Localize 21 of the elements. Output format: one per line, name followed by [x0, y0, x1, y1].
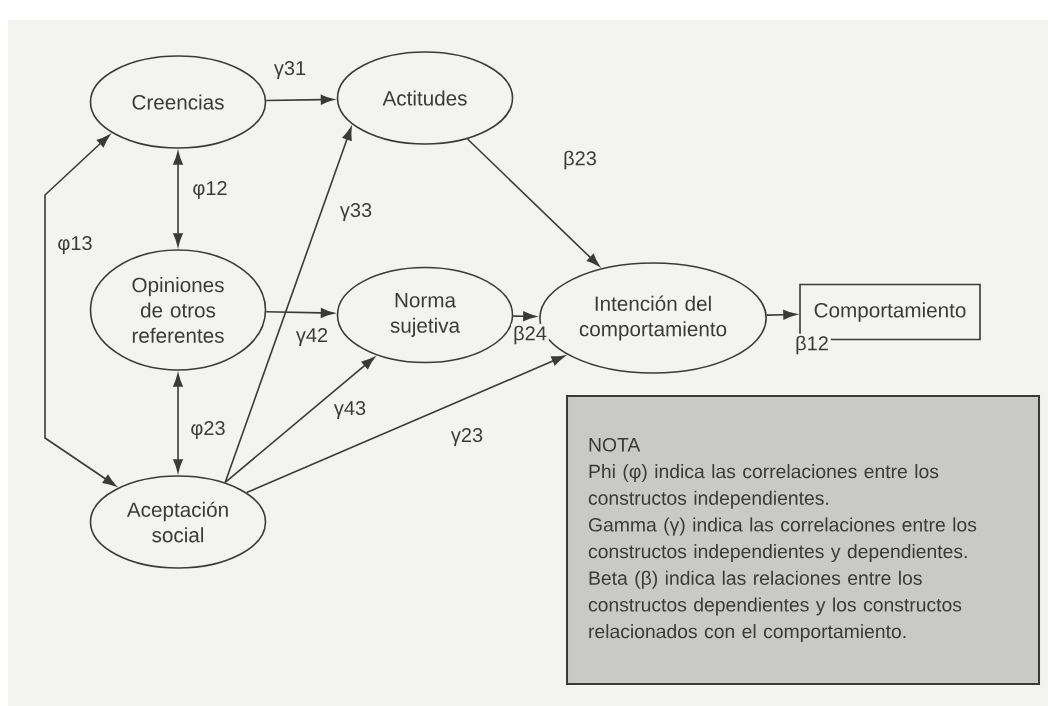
arrow: [224, 127, 352, 484]
note-heading: NOTA: [589, 437, 641, 452]
arrow: [766, 309, 797, 320]
arrow: [265, 94, 334, 105]
edge-label: β12: [793, 333, 831, 357]
note-text: Gamma (γ) indica las correlaciones entre los constructos independientes y dependientes.: [588, 517, 977, 563]
note-box: [566, 395, 1040, 685]
edge-label: β24: [511, 323, 549, 347]
note-text: Phi (φ) indica las correlaciones entre los constructos independientes.: [588, 464, 939, 509]
arrow: [173, 373, 183, 473]
arrow: [265, 308, 334, 318]
arrow: [466, 138, 600, 267]
edge-label: β23: [561, 148, 599, 172]
edge-label: φ12: [190, 178, 230, 202]
arrow: [173, 151, 183, 247]
edge-label: φ23: [188, 418, 228, 442]
note-text: Beta (β) indica las relaciones entre los constructos dependientes y los constructos relacionados con el comportamiento.: [588, 570, 962, 643]
arrow: [224, 357, 375, 484]
arrow: [44, 134, 117, 487]
arrow: [245, 355, 565, 494]
arrow: [512, 311, 537, 322]
